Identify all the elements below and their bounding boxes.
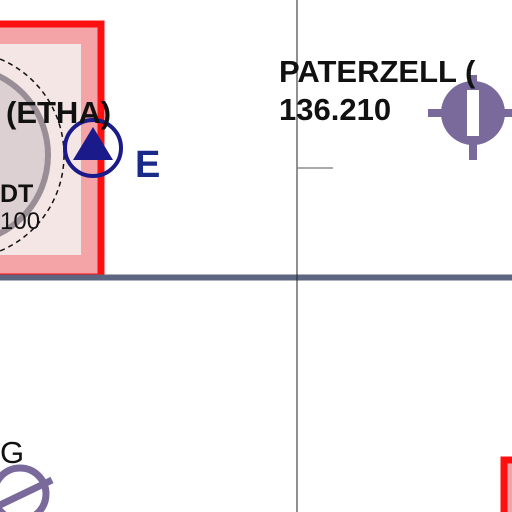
airfield-name-etha: (ETHA) xyxy=(6,95,112,130)
glider-site-frequency: 136.210 xyxy=(279,92,392,127)
reporting-point-triangle-icon[interactable] xyxy=(63,118,123,178)
restricted-area-corner-bottom-right xyxy=(500,456,512,512)
reporting-point-label: E xyxy=(135,144,161,186)
airfield-frequency-partial: 100 xyxy=(0,208,41,235)
airfield-symbol-partial-icon[interactable] xyxy=(0,464,54,512)
glider-site-name: PATERZELL ( xyxy=(279,54,476,89)
glider-site-icon[interactable] xyxy=(428,75,512,160)
airfield-name-partial: DT xyxy=(0,180,34,208)
airfield-name-g-partial: G xyxy=(0,435,25,470)
airfield-circle-icon xyxy=(0,73,51,237)
